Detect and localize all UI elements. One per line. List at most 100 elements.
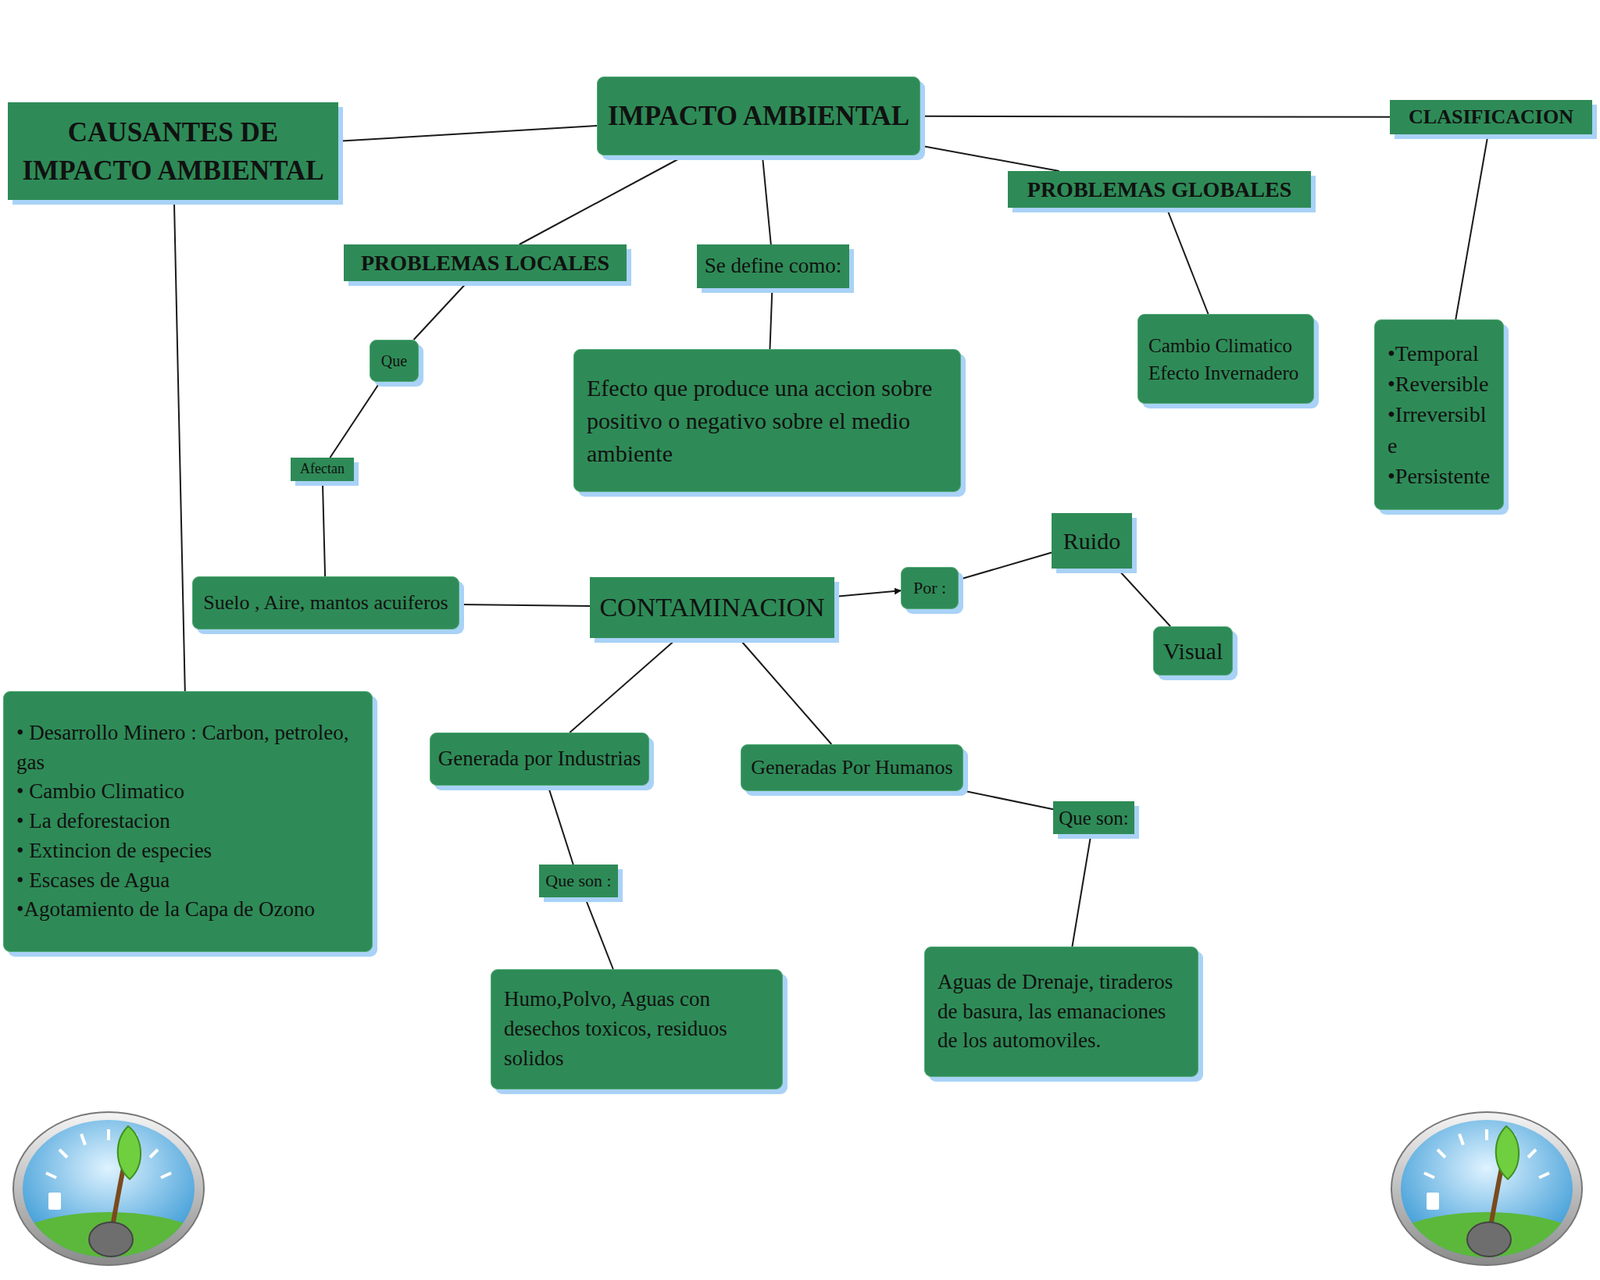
connector-line [1455, 134, 1488, 320]
gauge-ground [10, 1212, 207, 1268]
definition-box: Efecto que produce una accion sobre posi… [573, 349, 961, 493]
node-content: Visual [1160, 635, 1225, 668]
node-content: Aguas de Drenaje, tiraderos de basura, l… [937, 967, 1186, 1057]
node-content: • Desarrollo Minero : Carbon, petroleo, … [16, 718, 360, 926]
node-text: Generadas Por Humanos [748, 753, 956, 783]
concept-box: Visual [1153, 626, 1233, 676]
connector-line [322, 481, 325, 577]
connector-arrow [834, 590, 901, 597]
node-text: • Desarrollo Minero : Carbon, petroleo, … [16, 718, 360, 779]
node-text: • Extincion de especies [16, 836, 360, 867]
node-text: IMPACTO AMBIENTAL [607, 96, 911, 136]
node-text: •Irreversible [1387, 399, 1491, 461]
connector-line [329, 382, 380, 458]
connector-line [174, 200, 186, 692]
gauge-ticks [1424, 1129, 1550, 1179]
node-text: CLASIFICACION [1396, 103, 1586, 132]
linking-box: Que son: [1053, 801, 1135, 835]
node-content: Humo,Polvo, Aguas con desechos toxicos, … [503, 985, 770, 1074]
concept-box: Suelo , Aire, mantos acuiferos [192, 576, 460, 630]
node-content: Que [376, 350, 412, 372]
central-concept-box: IMPACTO AMBIENTAL [596, 76, 921, 156]
node-text: CONTAMINACION [597, 589, 827, 627]
node-text: Efecto que produce una accion sobre posi… [586, 371, 948, 471]
connector-line [547, 785, 573, 865]
connector-line [963, 790, 1054, 810]
node-content: Por : [907, 576, 952, 601]
pump-symbol [48, 1192, 61, 1211]
node-text: Generada por Industrias [437, 744, 642, 775]
node-text: CAUSANTES DE IMPACTO AMBIENTAL [18, 113, 328, 190]
concept-box: Ruido [1051, 513, 1133, 569]
node-content: Que son : [544, 869, 613, 894]
gauge-leaf [1496, 1126, 1519, 1180]
concept-box: Cambio Climatico Efecto Invernadero [1137, 314, 1315, 404]
node-text: • La deforestacion [16, 807, 360, 837]
connector-line [1166, 207, 1208, 315]
connector-line [1071, 834, 1091, 947]
heading-box: CLASIFICACION [1389, 100, 1593, 135]
node-content: CLASIFICACION [1396, 103, 1586, 132]
linking-box: Que [369, 339, 419, 383]
concept-box: Generada por Industrias [429, 732, 650, 786]
linking-box: Que son : [539, 864, 618, 898]
node-text: Se define como: [703, 251, 843, 282]
node-text: •Reversible [1387, 368, 1491, 400]
node-content: Afectan [296, 459, 349, 479]
node-content: Se define como: [703, 251, 843, 282]
gauge-rim [1391, 1112, 1583, 1266]
node-text: • Escases de Agua [16, 866, 360, 897]
heading-box: PROBLEMAS GLOBALES [1007, 171, 1311, 208]
list-box: •Temporal•Reversible•Irreversible•Persis… [1374, 319, 1504, 511]
linking-box: Afectan [290, 457, 354, 482]
node-text: Afectan [296, 459, 349, 479]
fuel-gauge-icon [10, 1110, 207, 1268]
connector-line [519, 155, 686, 245]
example-box: Aguas de Drenaje, tiraderos de basura, l… [924, 946, 1199, 1078]
fuel-gauge-icon [1389, 1110, 1585, 1268]
node-text: Aguas de Drenaje, tiraderos de basura, l… [937, 967, 1186, 1057]
connector-line [338, 125, 597, 142]
node-content: IMPACTO AMBIENTAL [607, 96, 911, 136]
gauge-leaf [117, 1126, 141, 1180]
node-text: Que son : [544, 869, 613, 894]
node-content: CAUSANTES DE IMPACTO AMBIENTAL [18, 113, 328, 190]
node-text: Ruido [1059, 525, 1125, 558]
example-box: Humo,Polvo, Aguas con desechos toxicos, … [490, 969, 783, 1090]
connector-line [920, 115, 1390, 118]
gauge-knob [1467, 1222, 1511, 1258]
node-content: CONTAMINACION [597, 589, 827, 627]
gauge-ground [1389, 1212, 1585, 1268]
node-text: Que [376, 350, 412, 372]
node-content: Efecto que produce una accion sobre posi… [586, 371, 948, 471]
linking-box: Por : [900, 567, 959, 610]
connector-line [585, 897, 614, 970]
connector-line [762, 155, 772, 245]
node-content: Generada por Industrias [437, 744, 642, 775]
concept-box: Generadas Por Humanos [740, 744, 964, 792]
node-text: Suelo , Aire, mantos acuiferos [200, 589, 452, 618]
node-content: PROBLEMAS LOCALES [350, 247, 621, 279]
connector-line [569, 638, 678, 733]
connector-line [414, 281, 469, 340]
node-content: Generadas Por Humanos [748, 753, 956, 783]
node-text: Que son: [1058, 804, 1129, 833]
connector-line [459, 604, 590, 607]
node-text: PROBLEMAS GLOBALES [1014, 174, 1305, 205]
node-content: Cambio Climatico Efecto Invernadero [1148, 332, 1304, 387]
pump-symbol [1426, 1192, 1440, 1211]
gauge-ticks [46, 1129, 172, 1179]
gauge-knob [89, 1222, 133, 1258]
node-text: Humo,Polvo, Aguas con desechos toxicos, … [503, 985, 770, 1074]
concept-box: CONTAMINACION [589, 577, 835, 639]
node-content: Ruido [1059, 525, 1125, 558]
node-text: PROBLEMAS LOCALES [350, 247, 621, 279]
node-text: • Cambio Climatico [16, 777, 360, 808]
node-text: •Persistente [1387, 460, 1491, 492]
list-box: • Desarrollo Minero : Carbon, petroleo, … [3, 691, 373, 953]
connector-line [958, 553, 1052, 581]
connector-line [739, 638, 833, 745]
gauge-rim [13, 1112, 204, 1266]
node-content: •Temporal•Reversible•Irreversible•Persis… [1387, 338, 1491, 492]
